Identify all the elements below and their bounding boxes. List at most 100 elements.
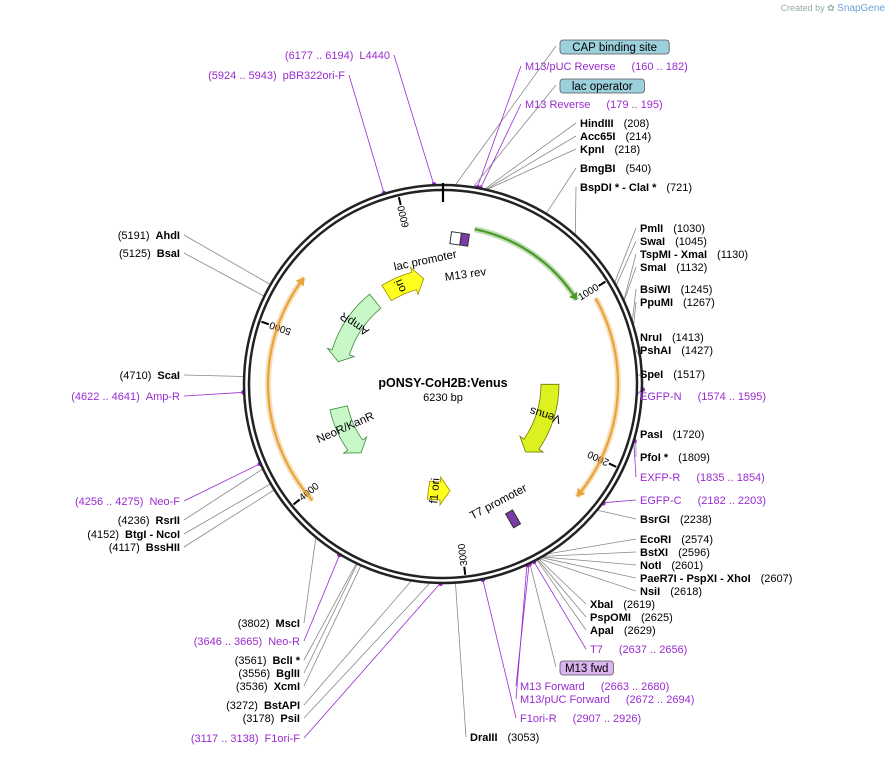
callout-name: BsiWI: [640, 284, 671, 296]
callout-name: TspMI - XmaI: [640, 249, 707, 261]
h2b-arc-halo: [474, 226, 580, 302]
primer-label: (4622 .. 4641)Amp-R: [71, 391, 180, 403]
enzyme-label: (5125) BsaI: [119, 248, 180, 260]
callout-name: M13 Reverse: [525, 99, 590, 111]
callout-leader: [485, 135, 577, 190]
callout-name: Amp-R: [146, 391, 180, 403]
callout-leader: [542, 551, 637, 557]
callout-name: Neo-R: [268, 636, 300, 648]
bp-tick: [608, 462, 617, 468]
callout-name: Acc65I: [580, 131, 615, 143]
callout-leader: [545, 167, 577, 215]
callout-position: (1427): [681, 345, 713, 357]
callout-position: (3053): [508, 732, 540, 744]
callout-position: (1517): [673, 369, 705, 381]
enzyme-label: TspMI - XmaI(1130): [640, 249, 748, 261]
feature-tag-label: M13 fwd: [565, 663, 608, 675]
enzyme-label: BspDI * - ClaI *(721): [580, 182, 692, 194]
enzyme-label: KpnI(218): [580, 144, 640, 156]
orf-left-arrowhead: [295, 277, 305, 287]
callout-name: SpeI: [640, 369, 663, 381]
enzyme-label: (4152)BtgI - NcoI: [87, 529, 180, 541]
callout-position: (3117 .. 3138): [191, 733, 259, 745]
enzyme-label: (3272)BstAPI: [226, 700, 300, 712]
callout-name: BssHII: [146, 542, 180, 554]
primer-label: M13 Reverse(179 .. 195): [525, 99, 663, 111]
feature-tag-box: [559, 39, 670, 55]
callout-name: PfoI *: [640, 452, 669, 464]
enzyme-label: PaeR7I - PspXI - XhoI(2607): [640, 573, 792, 585]
enzyme-label: Acc65I(214): [580, 131, 651, 143]
callout-name: HindIII: [580, 118, 614, 130]
callout-position: (5924 .. 5943): [208, 70, 277, 82]
callout-position: (540): [625, 163, 651, 175]
callout-position: (208): [624, 118, 650, 130]
orf-right-arrowhead: [577, 487, 586, 497]
callout-name: F1ori-F: [265, 733, 301, 745]
callout-leader: [183, 234, 271, 285]
callout-leader: [472, 84, 557, 188]
callout-leader: [533, 560, 587, 650]
callout-leader: [602, 499, 637, 504]
callout-position: (3536): [236, 681, 268, 693]
enzyme-label: PspOMI(2625): [590, 612, 673, 624]
callout-position: (4236): [118, 515, 150, 527]
callout-leader: [183, 463, 261, 502]
callout-leader: [623, 266, 637, 302]
snapgene-logo-icon: ✿: [827, 3, 835, 13]
callout-leader: [303, 582, 441, 739]
enzyme-label: NotI(2601): [640, 560, 703, 572]
enzyme-label: (5191)AhdI: [118, 230, 180, 242]
callout-name: BsaI: [157, 248, 180, 260]
callout-position: (2625): [641, 612, 673, 624]
enzyme-label: SmaI(1132): [640, 262, 707, 274]
callout-name: PsiI: [280, 713, 300, 725]
callout-name: M13/pUC Reverse: [525, 61, 615, 73]
primer-label: T7(2637 .. 2656): [590, 644, 687, 656]
orf-right-arc: [576, 297, 620, 498]
enzyme-label: (4236)RsrII: [118, 515, 180, 527]
venus-feature-arrow: [519, 383, 560, 453]
callout-leader: [479, 103, 522, 189]
callout-position: (1413): [672, 332, 704, 344]
f1ori-feature-arrow: [426, 475, 451, 507]
callout-position: (2618): [670, 586, 702, 598]
callout-name: SwaI: [640, 236, 665, 248]
callout-position: (1720): [673, 429, 705, 441]
callout-leader: [303, 554, 341, 642]
callout-leader: [303, 580, 412, 706]
h2b-arc: [474, 228, 578, 301]
callout-position: (5125): [119, 248, 151, 260]
f1ori-label: f1 ori: [428, 478, 442, 504]
map-title: pONSY-CoH2B:Venus: [378, 376, 507, 390]
callout-leader: [303, 582, 431, 719]
callout-name: PshAI: [640, 345, 671, 357]
callout-name: BsrGI: [640, 514, 670, 526]
callout-leader: [183, 391, 245, 397]
callout-name: ScaI: [157, 370, 180, 382]
callout-leader: [484, 122, 577, 190]
callout-leader: [482, 578, 517, 719]
callout-position: (1045): [675, 236, 707, 248]
callout-leader: [303, 565, 362, 687]
callout-name: BstXI: [640, 547, 668, 559]
enzyme-label: BsrGI(2238): [640, 514, 712, 526]
callout-name: T7: [590, 644, 603, 656]
callout-name: ApaI: [590, 625, 614, 637]
callout-position: (3802): [238, 618, 270, 630]
callout-name: PpuMI: [640, 297, 673, 309]
primer-label: EGFP-N(1574 .. 1595): [640, 391, 766, 403]
callout-leader: [183, 468, 264, 521]
callout-position: (3561): [235, 655, 267, 667]
callout-leader: [574, 186, 577, 236]
callout-name: PmlI: [640, 223, 663, 235]
callout-name: BspDI * - ClaI *: [580, 182, 657, 194]
callout-leader: [183, 489, 275, 548]
callout-name: AhdI: [156, 230, 180, 242]
callout-name: Neo-F: [149, 496, 180, 508]
callout-leader: [515, 563, 530, 687]
primer-label: M13/pUC Forward(2672 .. 2694): [520, 694, 694, 706]
enzyme-label: NruI(1413): [640, 332, 704, 344]
